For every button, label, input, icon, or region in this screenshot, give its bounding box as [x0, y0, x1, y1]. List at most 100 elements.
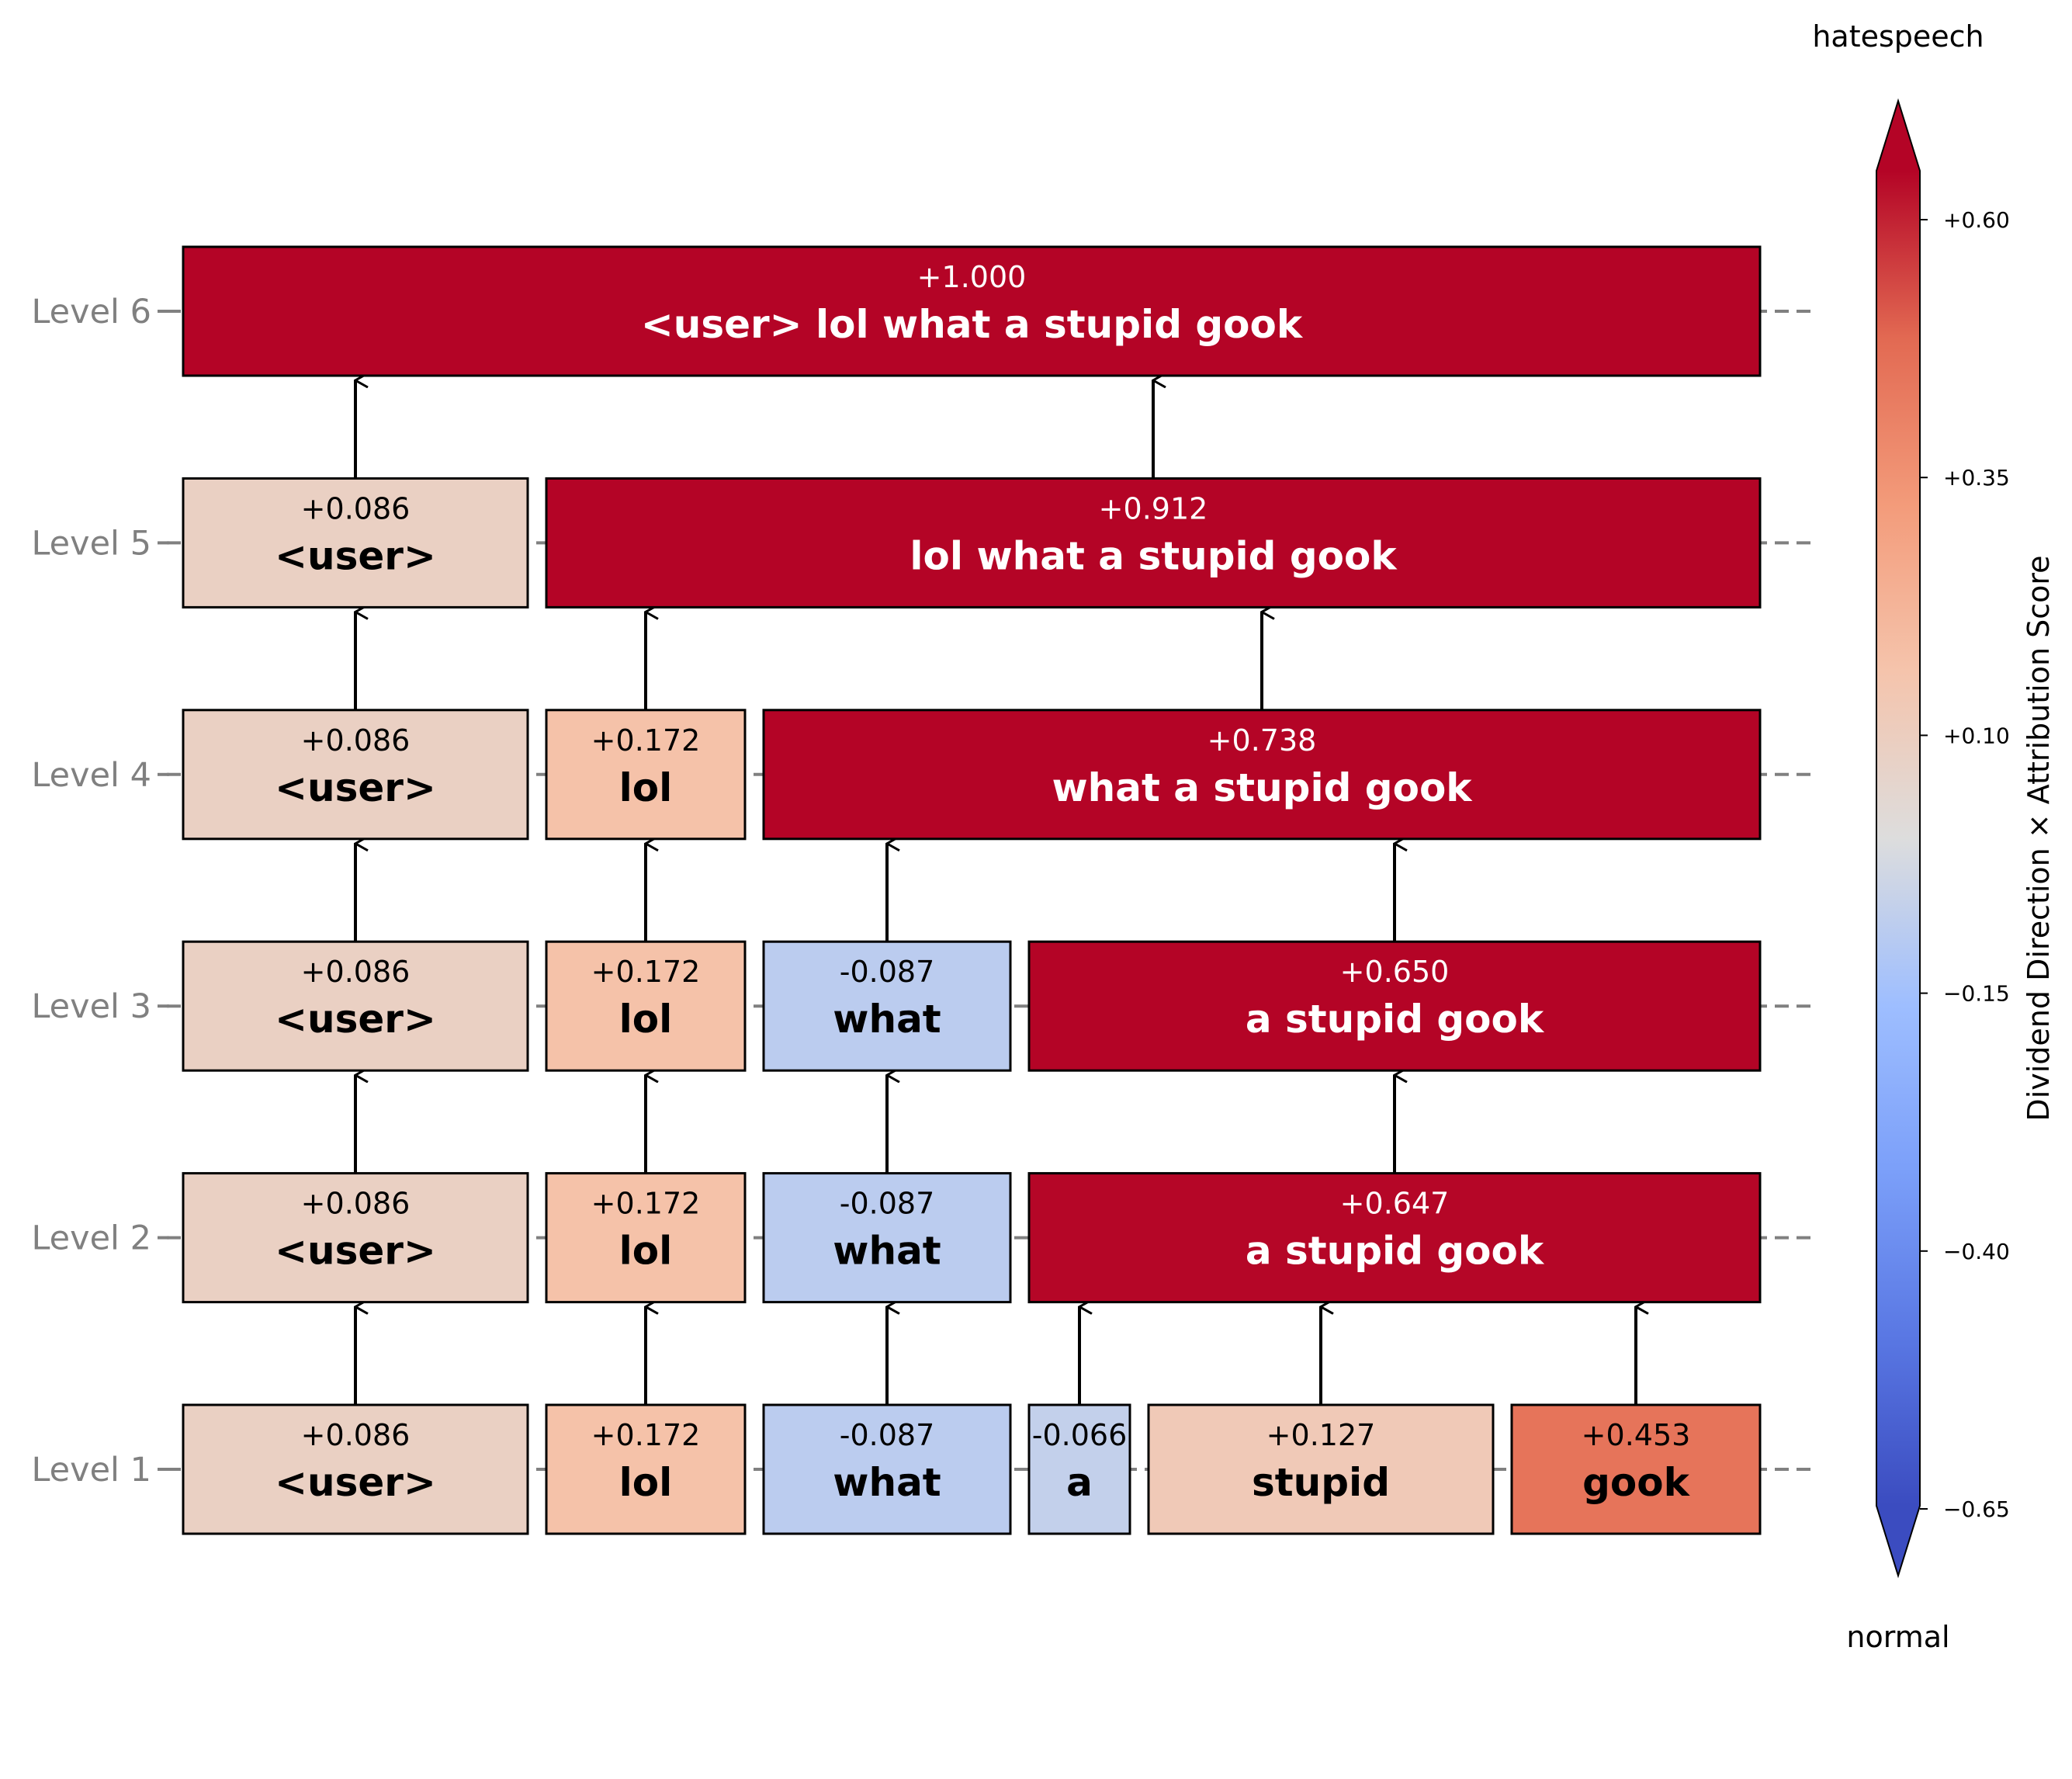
colorbar-outline — [1876, 98, 1921, 1579]
phrase-score: -0.087 — [840, 1418, 935, 1452]
colorbar-tick-label: −0.40 — [1943, 1239, 2010, 1264]
phrase-text: a stupid gook — [1246, 997, 1545, 1042]
phrase-boxes: +0.086 <user> +0.172 lol -0.087 what -0.066 a +0… — [182, 245, 1762, 1535]
phrase-node: +0.086 <user> — [182, 477, 529, 609]
phrase-score: +0.912 — [1099, 491, 1208, 525]
phrase-score: +0.086 — [301, 1187, 411, 1221]
colorbar-tick-label: −0.15 — [1943, 981, 2010, 1007]
colorbar-tick-label: +0.35 — [1943, 465, 2010, 491]
phrase-score: +0.172 — [591, 955, 701, 989]
phrase-score: -0.087 — [840, 955, 935, 989]
phrase-text: lol — [619, 1460, 673, 1505]
level-label: Level 2 — [31, 1219, 151, 1258]
phrase-text: <user> — [275, 997, 436, 1042]
level-label: Level 6 — [31, 293, 151, 331]
level-label: Level 5 — [31, 524, 151, 563]
phrase-text: lol — [619, 1229, 673, 1274]
colorbar-tick-label: +0.60 — [1943, 207, 2010, 233]
phrase-score: +0.086 — [301, 491, 411, 525]
phrase-node: +0.172 lol — [545, 1403, 747, 1535]
phrase-score: +0.172 — [591, 1418, 701, 1452]
phrase-score: +0.172 — [591, 1187, 701, 1221]
colorbar: +0.60 +0.35 +0.10 −0.15 −0.40 −0.65 hatespeech… — [1812, 19, 2056, 1654]
phrase-score: +0.086 — [301, 723, 411, 758]
phrase-node: -0.087 what — [762, 940, 1012, 1072]
phrase-score: -0.087 — [840, 1187, 935, 1221]
phrase-box — [545, 709, 747, 841]
phrase-text: a stupid gook — [1246, 1229, 1545, 1274]
phrase-box — [182, 940, 529, 1072]
phrase-node: +0.453 gook — [1510, 1403, 1762, 1535]
phrase-score: +0.647 — [1340, 1187, 1450, 1221]
phrase-box — [1510, 1403, 1762, 1535]
phrase-score: -0.066 — [1032, 1418, 1128, 1452]
phrase-box — [545, 1172, 747, 1304]
phrase-text: stupid — [1252, 1460, 1390, 1505]
phrase-node: -0.066 a — [1027, 1403, 1131, 1535]
phrase-text: a — [1066, 1460, 1093, 1505]
phrase-node: +0.172 lol — [545, 709, 747, 841]
colorbar-body — [1876, 171, 1920, 1506]
colorbar-axis-label: Dividend Direction × Attribution Score — [2022, 555, 2056, 1121]
level-label: Level 3 — [31, 987, 151, 1026]
phrase-node: +0.912 lol what a stupid gook — [545, 477, 1762, 609]
level-label: Level 1 — [31, 1451, 151, 1489]
phrase-box — [182, 1172, 529, 1304]
phrase-node: -0.087 what — [762, 1172, 1012, 1304]
phrase-text: lol — [619, 765, 673, 810]
phrase-node: +0.086 <user> — [182, 940, 529, 1072]
phrase-text: what — [833, 1460, 941, 1505]
phrase-score: +1.000 — [917, 260, 1027, 294]
phrase-score: +0.650 — [1340, 955, 1450, 989]
colorbar-tick-label: +0.10 — [1943, 723, 2010, 748]
colorbar-extend-low — [1876, 1506, 1920, 1576]
phrase-score: +0.453 — [1582, 1418, 1691, 1452]
phrase-text: what a stupid gook — [1052, 765, 1473, 810]
level-labels: Level 1 Level 2 Level 3 Level 4 Level 5 Level… — [31, 293, 169, 1489]
phrase-text: what — [833, 1229, 941, 1274]
phrase-box — [1147, 1403, 1495, 1535]
phrase-score: +0.086 — [301, 955, 411, 989]
phrase-score: +0.738 — [1208, 723, 1317, 758]
merge-arrows — [354, 380, 1636, 1405]
phrase-text: <user> — [275, 765, 436, 810]
phrase-text: <user> — [275, 1229, 436, 1274]
phrase-box — [182, 245, 1762, 377]
colorbar-extend-high — [1876, 101, 1920, 171]
phrase-text: lol — [619, 997, 673, 1042]
phrase-box — [1027, 1172, 1762, 1304]
phrase-text: <user> — [275, 1460, 436, 1505]
phrase-text: lol what a stupid gook — [910, 533, 1398, 578]
colorbar-top-label: hatespeech — [1812, 19, 1984, 54]
phrase-node: +0.086 <user> — [182, 1403, 529, 1535]
phrase-text: gook — [1582, 1460, 1690, 1505]
phrase-node: +0.086 <user> — [182, 709, 529, 841]
phrase-text: what — [833, 997, 941, 1042]
phrase-box — [1027, 1403, 1131, 1535]
phrase-node: +0.086 <user> — [182, 1172, 529, 1304]
phrase-score: +0.127 — [1266, 1418, 1376, 1452]
colorbar-tick-label: −0.65 — [1943, 1496, 2010, 1522]
phrase-score: +0.172 — [591, 723, 701, 758]
phrase-node: +0.127 stupid — [1147, 1403, 1495, 1535]
phrase-box — [545, 477, 1762, 609]
phrase-node: +0.647 a stupid gook — [1027, 1172, 1762, 1304]
phrase-box — [762, 1172, 1012, 1304]
phrase-score: +0.086 — [301, 1418, 411, 1452]
phrase-node: +0.172 lol — [545, 940, 747, 1072]
phrase-box — [762, 940, 1012, 1072]
phrase-box — [182, 709, 529, 841]
phrase-text: <user> — [275, 533, 436, 578]
phrase-node: +0.738 what a stupid gook — [762, 709, 1762, 841]
phrase-box — [545, 940, 747, 1072]
level-label: Level 4 — [31, 756, 151, 795]
phrase-node: +0.650 a stupid gook — [1027, 940, 1762, 1072]
phrase-text: <user> lol what a stupid gook — [641, 302, 1304, 347]
phrase-box — [545, 1403, 747, 1535]
phrase-box — [1027, 940, 1762, 1072]
phrase-box — [182, 477, 529, 609]
phrase-node: +1.000 <user> lol what a stupid gook — [182, 245, 1762, 377]
phrase-node: -0.087 what — [762, 1403, 1012, 1535]
